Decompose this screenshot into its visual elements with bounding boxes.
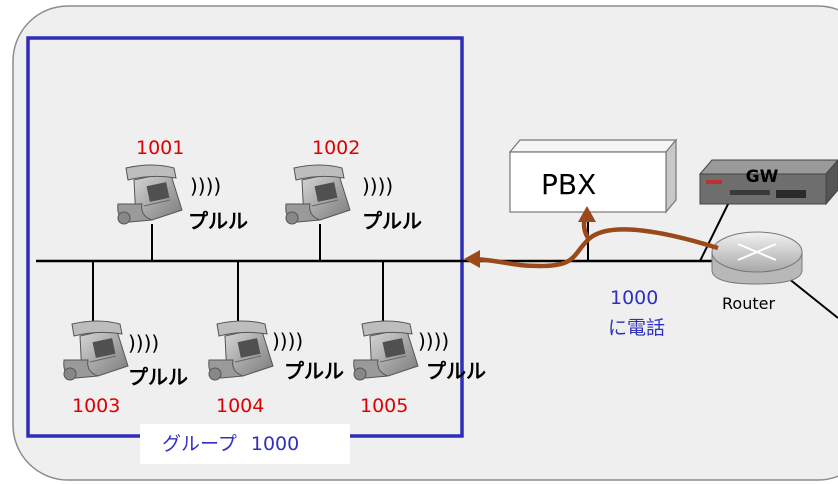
ring-waves: ))))	[272, 329, 303, 353]
phone-extension: 1005	[360, 395, 408, 417]
ring-text: プルル	[426, 359, 486, 383]
phone-extension: 1003	[72, 395, 120, 417]
ring-text: プルル	[188, 209, 248, 233]
group-label-box	[140, 424, 350, 464]
gateway-device: GW	[698, 159, 838, 206]
ring-waves: ))))	[418, 329, 449, 353]
ring-waves: ))))	[190, 174, 221, 198]
ring-text: プルル	[128, 365, 188, 389]
pbx-label: PBX	[541, 168, 596, 201]
ring-waves: ))))	[362, 174, 393, 198]
phone-extension: 1004	[216, 395, 264, 417]
call-path-arrow	[475, 227, 719, 269]
network-area	[12, 5, 838, 481]
call-note-text: に電話	[608, 317, 665, 339]
phone-extension: 1002	[312, 137, 360, 159]
ring-waves: ))))	[128, 331, 159, 355]
phone-extension: 1001	[136, 137, 184, 159]
gw-drop	[699, 195, 733, 262]
gateway-label: GW	[746, 167, 779, 187]
arrowhead-group-icon	[464, 250, 480, 268]
router-label: Router	[722, 294, 775, 313]
ring-text: プルル	[284, 359, 344, 383]
ring-text: プルル	[362, 209, 422, 233]
router-device: Router	[711, 231, 803, 313]
arrowhead-pbx-icon	[578, 206, 596, 222]
pbx-box: PBX	[508, 138, 678, 214]
call-note-number: 1000	[610, 287, 658, 309]
